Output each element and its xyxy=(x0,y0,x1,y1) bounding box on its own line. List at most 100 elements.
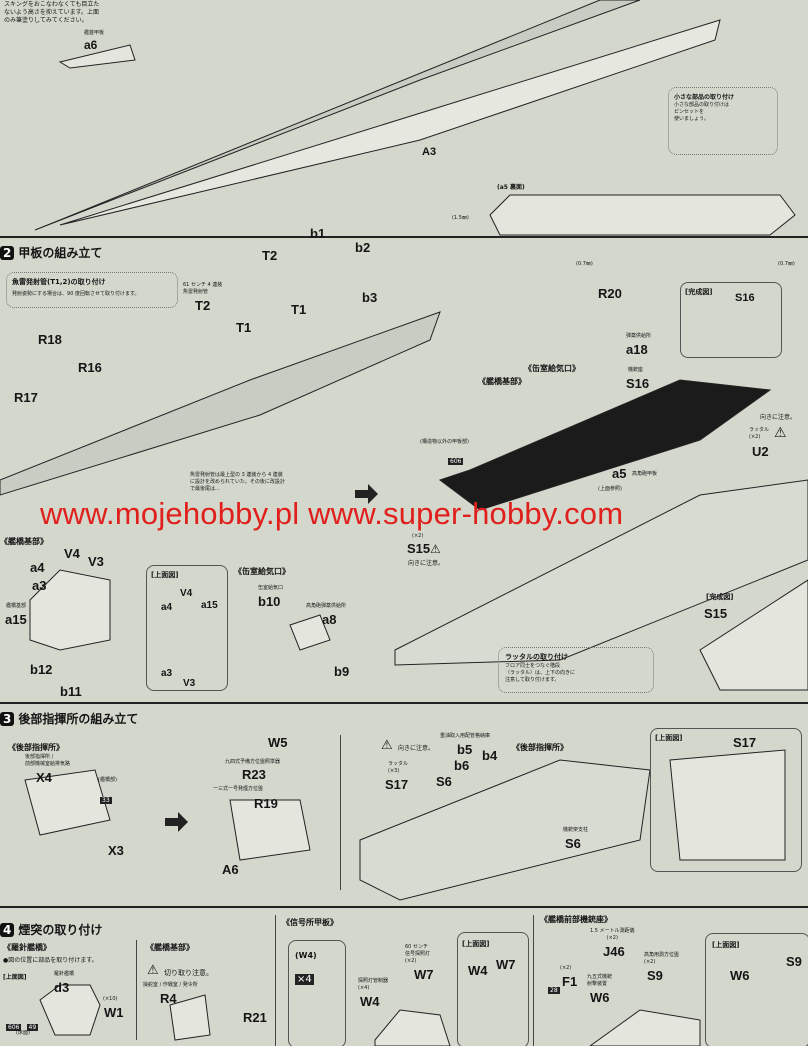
part-a6: A6 xyxy=(222,862,239,877)
part-t2: T2 xyxy=(195,298,211,313)
part-b3: b3 xyxy=(362,290,378,305)
compass-note: ●図の位置に部品を取り付けます。 xyxy=(3,957,98,964)
part-s15: S15 xyxy=(407,541,431,556)
part-t2: T2 xyxy=(262,248,278,263)
part-b11: b11 xyxy=(60,684,82,699)
part-s6: S6 xyxy=(565,836,581,851)
x4-part xyxy=(24,769,111,836)
a18-caption: 弾薬供給所 xyxy=(626,333,652,339)
color-badge: 33 xyxy=(100,797,112,804)
part-a15: a15 xyxy=(5,612,27,627)
j46-caption: 1.5 メートル測距儀(×2) xyxy=(590,928,635,941)
x4-caption: 後部指揮所 /前部機械室給排気路 xyxy=(25,754,71,767)
warning-icon: ⚠ xyxy=(774,425,787,441)
quantity: (×2) xyxy=(560,965,572,971)
part-s6: S6 xyxy=(436,774,452,789)
drill-0-7mm: (0.7㎜) xyxy=(576,261,593,267)
intake-label: 《缶室給気口》 xyxy=(234,567,290,576)
part-b4: b4 xyxy=(482,748,498,763)
part-r18: R18 xyxy=(38,332,62,347)
aft-command-label: 《後部指揮所》 xyxy=(512,743,568,752)
ladder-caption: ラッタル xyxy=(749,427,770,433)
hull-drawing xyxy=(34,0,641,231)
mg-platform-label: 《艦橋前部機銃座》 xyxy=(540,915,612,924)
cut-caution: 切り取り注意。 xyxy=(164,969,213,977)
torpedo-note-box: 魚雷発射管(T1,2)の取り付け 発射姿勢にする場合は、90 度回転させて取り付… xyxy=(6,272,178,308)
color-badge: 49 xyxy=(26,1024,39,1031)
part-a6: a6 xyxy=(84,38,98,52)
ladder-text: フロア同士をつなぐ階段（ラッタル）は、上下の向きに注意して取り付けます。 xyxy=(505,663,576,683)
part-r17: R17 xyxy=(14,390,38,405)
part-r21: R21 xyxy=(243,1010,267,1025)
caution-text: 向きに注意。 xyxy=(398,745,435,752)
part-v4: V4 xyxy=(64,546,80,561)
part-x3: X3 xyxy=(108,843,124,858)
topview-box: [上面図] S17 xyxy=(650,728,802,872)
divider xyxy=(136,940,137,1040)
divider xyxy=(0,702,808,704)
signal-deck xyxy=(374,1009,451,1046)
s15-complete-hull xyxy=(699,579,808,691)
part-b9: b9 xyxy=(334,664,350,679)
signal-deck-label: 《信号所甲板》 xyxy=(282,918,338,927)
a15-bridge-base xyxy=(29,569,111,651)
topview-box: [上面図] a4 V4 a15 a3 V3 xyxy=(146,565,228,691)
quantity-badge: ×4 xyxy=(295,974,314,985)
part-r4: R4 xyxy=(160,991,177,1006)
floor-caption: (床面) xyxy=(16,1030,30,1036)
part-r16: R16 xyxy=(78,360,102,375)
caution-text: 向きに注意。 xyxy=(760,414,797,421)
w4-box: (W4) ×4 xyxy=(288,940,346,1046)
part-b6: b6 xyxy=(454,758,470,773)
part-w4: W4 xyxy=(468,963,488,978)
warning-icon: ⚠ xyxy=(430,542,441,556)
part-v3: V3 xyxy=(88,554,104,569)
part-b5: b5 xyxy=(457,742,473,757)
quantity: (×10) xyxy=(103,996,118,1002)
part-v4: V4 xyxy=(180,588,193,599)
topview-label: [上面図] xyxy=(655,734,683,742)
w4-caption: 探照灯管制器(×4) xyxy=(358,978,389,991)
s16-caption: 機銃座 xyxy=(628,367,644,373)
part-x4: X4 xyxy=(36,770,52,785)
arrow-right-icon xyxy=(355,484,378,504)
d3-compass-bridge xyxy=(39,984,101,1036)
part-r19: R19 xyxy=(254,796,278,811)
part-s15: S15 xyxy=(704,606,728,621)
a5-back-deck xyxy=(489,194,796,236)
quantity: (×2) xyxy=(749,434,761,440)
arrow-right-icon xyxy=(165,812,188,832)
part-b12: b12 xyxy=(30,662,53,677)
mg-platform xyxy=(589,1009,701,1046)
r4-caption: 操舵室 / 作戦室 / 発令所 xyxy=(143,982,198,988)
b5-caption: 重油取入用配管格納庫 xyxy=(440,733,491,739)
part-a3: A3 xyxy=(422,146,437,158)
part-w6: W6 xyxy=(590,990,610,1005)
complete-label: [完成図] xyxy=(706,593,734,601)
tweezers-tip-box: 小さな部品の取り付け 小さな部品の取り付けはピンセットを使いましょう。 xyxy=(668,87,778,155)
topview-box: [上面図] W6 S9 xyxy=(705,933,808,1046)
x3-part xyxy=(229,799,311,861)
warning-icon: ⚠ xyxy=(147,963,159,978)
part-s16: S16 xyxy=(735,292,755,304)
part-s9: S9 xyxy=(647,968,663,983)
b10-caption: 缶室給気口 xyxy=(258,585,284,591)
watermark: www.mojehobby.pl www.super-hobby.com xyxy=(40,496,624,531)
part-t1: T1 xyxy=(291,302,307,317)
part-t1: T1 xyxy=(236,320,252,335)
divider xyxy=(0,906,808,908)
torpedo-mid-note: 魚雷発射管は最上型の 3 連装から 4 連装に設計を改められていた。その後に改設… xyxy=(190,472,285,492)
note-text: 発射姿勢にする場合は、90 度回転させて取り付けます。 xyxy=(12,291,140,297)
part-s9: S9 xyxy=(786,954,802,969)
part-s17: S17 xyxy=(733,735,757,750)
a8-caption: 高角砲弾薬供給所 xyxy=(306,603,347,609)
top-ref: (上面参照) xyxy=(598,486,622,492)
compass-bridge-label: 《羅針艦橋》 xyxy=(3,943,51,952)
color-badge: 28 xyxy=(548,987,560,994)
divider xyxy=(533,915,534,1046)
topview-label: [上面図] xyxy=(462,940,490,948)
